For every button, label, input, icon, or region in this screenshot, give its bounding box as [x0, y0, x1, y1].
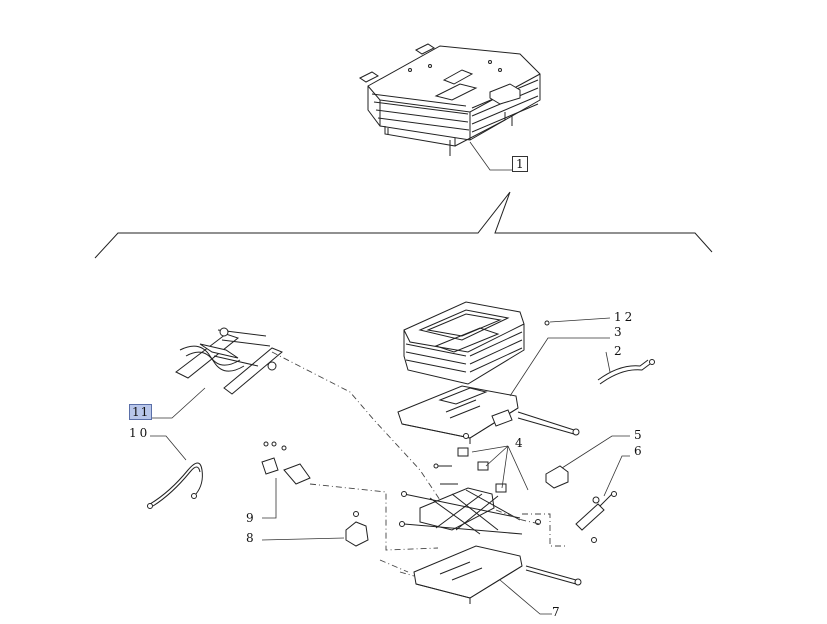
callout-9[interactable]: 9 — [246, 511, 257, 525]
leader-10 — [150, 436, 186, 460]
leader-9 — [262, 478, 276, 518]
callout-5[interactable]: 5 — [634, 428, 645, 442]
leader-6 — [604, 456, 630, 496]
part-9-connector[interactable] — [262, 442, 310, 484]
callout-4[interactable]: 4 — [515, 436, 526, 450]
leader-3 — [510, 338, 610, 396]
callout-2[interactable]: 2 — [614, 344, 625, 358]
leader-5 — [562, 436, 630, 468]
callout-3[interactable]: 3 — [614, 325, 625, 339]
leader-2 — [606, 352, 610, 372]
assembly-line-e — [496, 510, 540, 524]
leader-12 — [550, 318, 610, 322]
part-8-mount[interactable] — [346, 512, 368, 547]
part-11-frame[interactable] — [176, 328, 282, 394]
callout-7[interactable]: 7 — [552, 605, 563, 619]
callout-11[interactable]: 11 — [129, 404, 153, 420]
assembly-line-c — [380, 560, 414, 576]
assembly-line-a — [272, 352, 440, 500]
scissor-mechanism[interactable] — [400, 488, 541, 534]
callout-6[interactable]: 6 — [634, 444, 645, 458]
part-10-cable[interactable] — [148, 463, 203, 509]
assembly-bracket — [95, 192, 712, 258]
part-3-base-plate[interactable] — [398, 386, 579, 444]
callout-1[interactable]: 1 — [512, 156, 528, 172]
part-4-bushings[interactable] — [434, 448, 506, 492]
part-5-bracket[interactable] — [546, 466, 568, 488]
part-6-damper[interactable] — [576, 492, 617, 543]
seat-assembly-complete[interactable] — [360, 44, 540, 156]
leader-8 — [262, 538, 344, 540]
leader-4 — [472, 446, 528, 490]
part-2-rod[interactable] — [598, 360, 655, 385]
callout-8[interactable]: 8 — [246, 531, 257, 545]
leader-7 — [500, 580, 552, 614]
leader-1 — [470, 142, 512, 170]
callout-12[interactable]: 12 — [614, 310, 636, 324]
assembly-line-d — [522, 514, 566, 546]
leader-11 — [150, 388, 205, 418]
callout-10[interactable]: 10 — [129, 426, 151, 440]
part-7-bottom-plate[interactable] — [414, 546, 581, 604]
assembly-line-b — [310, 484, 438, 550]
part-12-cushion[interactable] — [404, 302, 549, 384]
